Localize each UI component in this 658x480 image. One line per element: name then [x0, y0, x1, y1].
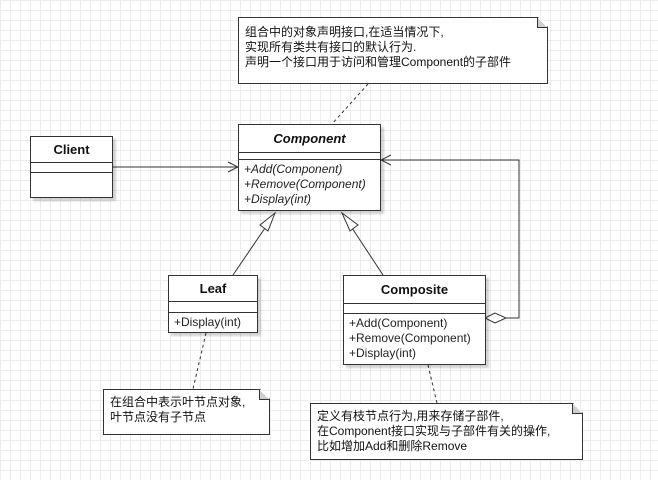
client-class-name: Client	[31, 137, 112, 163]
note-fold-corner	[572, 404, 582, 414]
composite-note-anchor	[427, 364, 438, 404]
composite-operation: +Add(Component)	[349, 316, 448, 330]
note-fold-corner	[537, 18, 547, 28]
composite-class-attributes	[344, 304, 485, 314]
note-fold-corner	[259, 390, 269, 400]
leaf-class-attributes	[169, 302, 257, 313]
component-operation: +Add(Component)	[244, 162, 343, 176]
client-class-attributes	[31, 163, 112, 173]
leaf-class-operations: +Display(int)	[169, 313, 257, 330]
note-line: 叶节点没有子节点	[110, 410, 207, 424]
component-class-name: Component	[239, 125, 380, 153]
leaf-generalization-line	[232, 227, 266, 276]
composite-aggregation-line	[381, 160, 520, 319]
client-class[interactable]: Client	[30, 136, 113, 198]
aggregation-diamond	[483, 312, 508, 324]
composite-operation: +Remove(Component)	[349, 331, 471, 345]
note-line: 在组合中表示叶节点对象,	[110, 395, 246, 409]
note-line: 比如增加Add和删除Remove	[317, 439, 468, 453]
composite-class-operations: +Add(Component) +Remove(Component) +Disp…	[344, 314, 485, 361]
component-note[interactable]: 组合中的对象声明接口,在适当情况下, 实现所有类共有接口的默认行为. 声明一个接…	[238, 17, 548, 84]
composite-generalization-line	[351, 227, 384, 276]
note-line: 声明一个接口用于访问和管理Component的子部件	[245, 55, 512, 69]
component-operation: +Remove(Component)	[244, 177, 366, 191]
composite-note[interactable]: 定义有枝节点行为,用来存储子部件, 在Component接口实现与子部件有关的操…	[310, 403, 583, 460]
note-line: 定义有枝节点行为,用来存储子部件,	[317, 409, 504, 423]
composite-generalization-arrowhead	[340, 211, 359, 232]
leaf-class-name: Leaf	[169, 276, 257, 302]
composite-class[interactable]: Composite +Add(Component) +Remove(Compon…	[343, 275, 486, 365]
note-line: 在Component接口实现与子部件有关的操作,	[317, 424, 551, 438]
leaf-generalization-arrowhead	[259, 211, 277, 232]
composite-operation: +Display(int)	[349, 346, 417, 360]
composite-class-name: Composite	[344, 276, 485, 304]
component-class-attributes	[239, 153, 380, 160]
component-operation: +Display(int)	[244, 192, 312, 206]
leaf-operation: +Display(int)	[174, 315, 242, 329]
note-line: 实现所有类共有接口的默认行为.	[245, 40, 417, 54]
leaf-note-anchor	[192, 332, 207, 390]
component-class[interactable]: Component +Add(Component) +Remove(Compon…	[238, 124, 381, 211]
leaf-note[interactable]: 在组合中表示叶节点对象, 叶节点没有子节点	[103, 389, 270, 435]
component-note-anchor	[331, 83, 369, 125]
note-line: 组合中的对象声明接口,在适当情况下,	[245, 25, 444, 39]
leaf-class[interactable]: Leaf +Display(int)	[168, 275, 258, 333]
component-class-operations: +Add(Component) +Remove(Component) +Disp…	[239, 160, 380, 207]
